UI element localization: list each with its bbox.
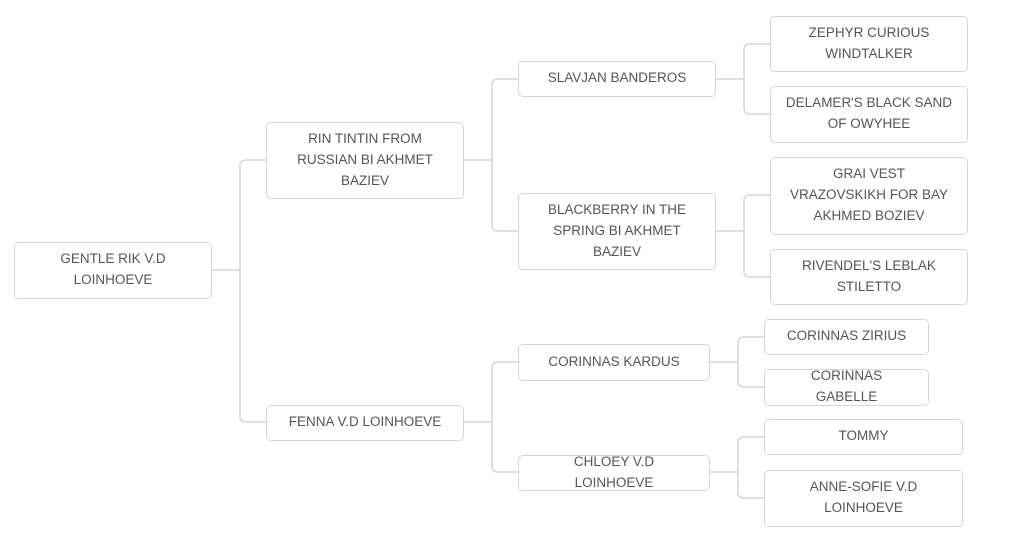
node-dam[interactable]: FENNA V.D LOINHOEVE bbox=[266, 405, 464, 441]
node-sire-dam[interactable]: BLACKBERRY IN THE SPRING BI AKHMET BAZIE… bbox=[518, 193, 716, 270]
node-sd-dam[interactable]: RIVENDEL'S LEBLAK STILETTO bbox=[770, 249, 968, 305]
connector-dam bbox=[464, 361, 518, 473]
node-sire[interactable]: RIN TINTIN FROM RUSSIAN BI AKHMET BAZIEV bbox=[266, 122, 464, 199]
connector-sire bbox=[464, 78, 518, 232]
node-subject[interactable]: GENTLE RIK V.D LOINHOEVE bbox=[14, 242, 212, 299]
node-dam-sire[interactable]: CORINNAS KARDUS bbox=[518, 344, 710, 381]
node-dd-sire[interactable]: TOMMY bbox=[764, 419, 963, 455]
node-dd-dam[interactable]: ANNE-SOFIE V.D LOINHOEVE bbox=[764, 470, 963, 527]
node-ss-dam[interactable]: DELAMER'S BLACK SAND OF OWYHEE bbox=[770, 86, 968, 143]
node-ds-sire[interactable]: CORINNAS ZIRIUS bbox=[764, 319, 929, 355]
connector-dam-sire bbox=[710, 336, 764, 388]
connector-dam-dam bbox=[710, 436, 764, 499]
node-ss-sire[interactable]: ZEPHYR CURIOUS WINDTALKER bbox=[770, 16, 968, 72]
connector-sire-sire bbox=[716, 43, 770, 115]
connector-sire-dam bbox=[716, 194, 770, 278]
node-sd-sire[interactable]: GRAI VEST VRAZOVSKIKH FOR BAY AKHMED BOZ… bbox=[770, 157, 968, 235]
node-dam-dam[interactable]: CHLOEY V.D LOINHOEVE bbox=[518, 454, 710, 491]
node-sire-sire[interactable]: SLAVJAN BANDEROS bbox=[518, 61, 716, 97]
connector-gen1 bbox=[212, 159, 266, 423]
node-ds-dam[interactable]: CORINNAS GABELLE bbox=[764, 368, 929, 406]
